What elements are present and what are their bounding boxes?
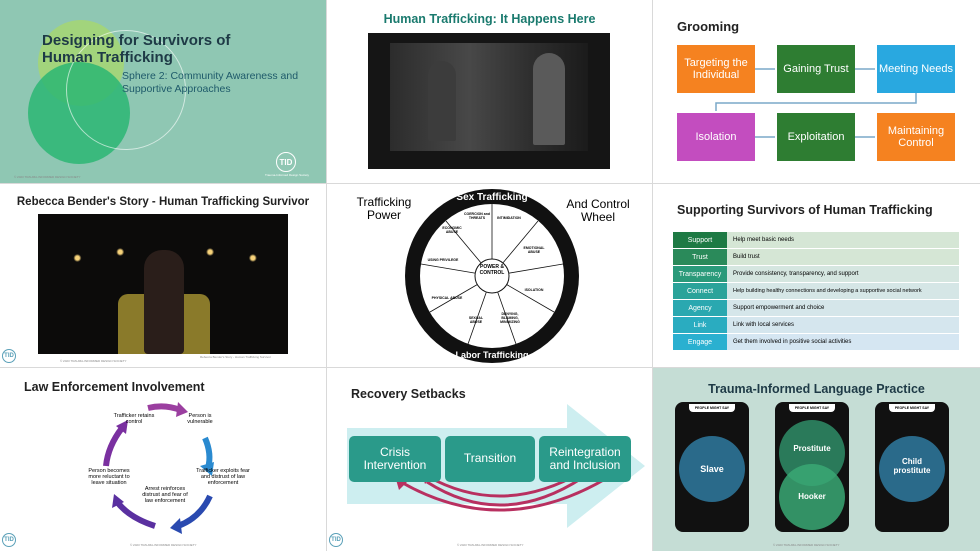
card-header: PEOPLE MIGHT SAY (789, 404, 835, 412)
segment-emotional: EMOTIONAL ABUSE (523, 246, 545, 254)
tid-logo: TID (2, 349, 16, 363)
copyright: © 2023 TRAUMA-INFORMED DESIGN SOCIETY (60, 359, 127, 363)
slide-title: Rebecca Bender's Story - Human Trafficki… (16, 196, 310, 208)
cycle-step-exploits: Trafficker exploits fear and distrust of… (196, 468, 250, 486)
slide-title: Supporting Survivors of Human Traffickin… (677, 203, 933, 217)
slide-title: Human Trafficking: It Happens Here (383, 12, 596, 26)
slide-title: Grooming (677, 19, 740, 34)
stage-reintegration: Reintegration and Inclusion (539, 436, 631, 482)
wheel-right-label: And Control Wheel (566, 197, 630, 224)
step-maintaining-control: Maintaining Control (877, 113, 955, 161)
figure-left (428, 61, 456, 141)
slide-3-grooming[interactable]: Grooming Targeting the Individual Gainin… (653, 0, 980, 183)
person (144, 250, 184, 354)
stage-crisis: Crisis Intervention (349, 436, 441, 482)
card-circle (679, 436, 745, 502)
step-targeting: Targeting the Individual (677, 45, 755, 93)
language-card-1: PEOPLE MIGHT SAY Slave (675, 402, 749, 532)
copyright: © 2023 TRAUMA-INFORMED DESIGN SOCIETY (457, 543, 524, 547)
copyright: © 2023 TRAUMA-INFORMED DESIGN SOCIETY (773, 543, 840, 547)
slide-2-video[interactable]: Human Trafficking: It Happens Here (327, 0, 652, 183)
tid-logo: TID (276, 152, 296, 172)
slide-8-recovery[interactable]: Recovery Setbacks Crisis Intervention Tr… (327, 368, 652, 551)
slide-4-video[interactable]: Rebecca Bender's Story - Human Trafficki… (0, 184, 326, 367)
segment-economic: ECONOMIC ABUSE (442, 226, 462, 234)
card-header: PEOPLE MIGHT SAY (889, 404, 935, 412)
segment-privilege: USING PRIVILEGE (427, 258, 459, 262)
video-frame[interactable] (38, 214, 288, 354)
cycle-step-reluctant: Person becomes more reluctant to leave s… (88, 468, 130, 486)
logo-subtext: Trauma-Informed Design Society (265, 173, 309, 177)
cycle-step-vulnerable: Person is vulnerable (187, 413, 213, 425)
language-card-2: PEOPLE MIGHT SAY Prostitute Hooker (775, 402, 849, 532)
segment-coercion: COERCION and THREATS (463, 212, 491, 220)
card-circle (879, 436, 945, 502)
slide-1-title[interactable]: Designing for Survivors of Human Traffic… (0, 0, 326, 183)
video-caption: Rebecca Bender's Story - Human Trafficki… (200, 355, 271, 359)
language-card-3: PEOPLE MIGHT SAY Child prostitute (875, 402, 949, 532)
card-word: Child prostitute (893, 457, 931, 475)
cycle-arrows (103, 402, 214, 534)
decor-circle-outline (66, 30, 186, 150)
wheel-center: POWER & CONTROL (479, 264, 505, 276)
grooming-arrows (715, 68, 917, 138)
power-control-wheel (405, 189, 579, 363)
slide-5-power-wheel[interactable]: Trafficking Power And Control Wheel Sex … (327, 184, 652, 367)
video-frame[interactable] (368, 33, 610, 169)
tid-logo: TID (329, 533, 343, 547)
card-word-bottom: Hooker (798, 492, 826, 501)
segment-intimidation: INTIMIDATION (497, 216, 521, 220)
wheel-left-label: Trafficking Power (356, 195, 412, 222)
segment-denying: DENYING, BLAMING, MINIMIZING (500, 312, 520, 324)
slide-9-language[interactable]: Trauma-Informed Language Practice PEOPLE… (653, 368, 980, 551)
wheel-bottom-arc: Labor Trafficking (455, 350, 529, 360)
step-meeting-needs: Meeting Needs (877, 45, 955, 93)
slide-title: Trauma-Informed Language Practice (708, 382, 925, 396)
card-word-top: Prostitute (793, 444, 831, 453)
step-gaining-trust: Gaining Trust (777, 45, 855, 93)
slide-title: Designing for Survivors of Human Traffic… (42, 32, 231, 66)
step-isolation: Isolation (677, 113, 755, 161)
slide-7-law-enforcement[interactable]: Law Enforcement Involvement Trafficker r… (0, 368, 326, 551)
cycle-step-arrest: Arrest reinforces distrust and fear of l… (142, 486, 188, 504)
cycle-step-retains: Trafficker retains control (113, 413, 155, 425)
step-exploitation: Exploitation (777, 113, 855, 161)
segment-physical: PHYSICAL ABUSE (431, 296, 463, 300)
slide-title: Law Enforcement Involvement (24, 380, 205, 394)
card-header: PEOPLE MIGHT SAY (689, 404, 735, 412)
card-word: Slave (700, 464, 724, 474)
figure-right (533, 53, 565, 145)
segment-isolation: ISOLATION (524, 288, 544, 292)
copyright: © 2023 TRAUMA-INFORMED DESIGN SOCIETY (14, 175, 81, 179)
tid-logo: TID (2, 533, 16, 547)
card-circle-bottom (779, 464, 845, 530)
segment-sexual: SEXUAL ABUSE (468, 316, 484, 324)
slide-title: Recovery Setbacks (351, 387, 466, 401)
wheel-top-arc: Sex Trafficking (456, 192, 528, 203)
slide-subtitle: Sphere 2: Community Awareness and Suppor… (122, 70, 299, 96)
slide-6-supporting[interactable]: Supporting Survivors of Human Traffickin… (653, 184, 980, 367)
stage-transition: Transition (445, 436, 535, 482)
copyright: © 2023 TRAUMA-INFORMED DESIGN SOCIETY (130, 543, 197, 547)
